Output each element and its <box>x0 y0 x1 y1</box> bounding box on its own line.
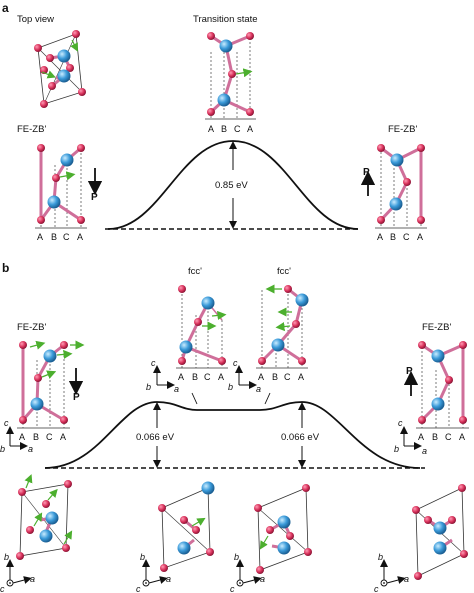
b-left-axis-b: b <box>0 444 5 454</box>
ts-site-b: B <box>221 124 227 134</box>
bottom-cell-3-axes <box>236 559 262 587</box>
fcc-l-site-a1: A <box>178 372 184 382</box>
b-left-polar-label: P <box>73 392 80 403</box>
bc2-axis-c: c <box>136 584 141 593</box>
fcc-right-pointer <box>264 392 271 405</box>
fcc-l-site-a2: A <box>218 372 224 382</box>
ts-site-a1: A <box>208 124 214 134</box>
panel-b-energy-curve <box>44 401 421 469</box>
bottom-cell-2-axes <box>142 559 168 587</box>
top-view-structure <box>34 30 86 108</box>
bottom-cell-4-axes <box>380 559 406 587</box>
b-barrier-left-value: 0.066 eV <box>136 432 175 443</box>
bottom-cell-4 <box>412 484 468 580</box>
panel-a-letter: a <box>2 1 9 15</box>
transition-state-structure <box>205 32 256 120</box>
fcc-r-axis-a: a <box>256 384 261 394</box>
panel-a-left-structure <box>35 144 87 229</box>
b-right-axis-c: c <box>398 418 403 428</box>
b-right-site-c: C <box>445 432 452 442</box>
panel-a-right-structure <box>375 144 427 229</box>
bc2-axis-b: b <box>140 552 145 562</box>
a-right-polar-label: P <box>363 167 370 178</box>
b-left-axis-a: a <box>28 444 33 454</box>
b-barrier-right-value: 0.066 eV <box>281 432 320 443</box>
b-right-site-a1: A <box>418 432 424 442</box>
fcc-r-axis-c: c <box>233 358 238 368</box>
fcc-left-label: fcc' <box>188 266 202 277</box>
top-view-label: Top view <box>17 14 54 25</box>
fcc-l-site-c: C <box>204 372 211 382</box>
bc1-axis-a: a <box>30 574 35 584</box>
panel-a-barrier-value: 0.85 eV <box>215 180 248 191</box>
bottom-cell-2 <box>158 481 215 572</box>
ts-site-a2: A <box>247 124 253 134</box>
b-right-site-a2: A <box>459 432 465 442</box>
bc4-axis-c: c <box>374 584 379 593</box>
fcc-left-structure <box>176 285 228 369</box>
b-left-site-a2: A <box>60 432 66 442</box>
a-left-site-a2: A <box>77 232 83 242</box>
bc4-axis-b: b <box>378 552 383 562</box>
b-left-axis-c: c <box>4 418 9 428</box>
panel-b-left-label: FE-ZB' <box>17 322 46 333</box>
panel-b-left-structure <box>17 340 85 429</box>
bc3-axis-c: c <box>230 584 235 593</box>
fcc-r-site-a1: A <box>258 372 264 382</box>
bottom-cell-1-axes <box>6 559 32 587</box>
bc3-axis-a: a <box>260 574 265 584</box>
b-right-axes <box>400 426 422 450</box>
transition-state-label: Transition state <box>193 14 258 25</box>
panel-a-right-label: FE-ZB' <box>388 124 417 135</box>
a-left-site-b: B <box>51 232 57 242</box>
fcc-r-axis-b: b <box>228 382 233 392</box>
a-left-site-a1: A <box>37 232 43 242</box>
a-right-site-b: B <box>390 232 396 242</box>
bottom-cell-1 <box>16 474 73 560</box>
fcc-r-site-a2: A <box>298 372 304 382</box>
b-left-site-b: B <box>33 432 39 442</box>
b-right-axis-b: b <box>394 444 399 454</box>
fcc-l-axis-b: b <box>146 382 151 392</box>
bc1-axis-b: b <box>4 552 9 562</box>
fcc-l-site-b: B <box>192 372 198 382</box>
a-right-site-c: C <box>403 232 410 242</box>
fcc-right-structure <box>256 284 309 369</box>
panel-b-right-label: FE-ZB' <box>422 322 451 333</box>
fcc-left-axes <box>153 365 175 389</box>
bc3-axis-b: b <box>234 552 239 562</box>
fcc-r-site-b: B <box>272 372 278 382</box>
fcc-left-pointer <box>191 392 198 405</box>
fcc-right-axes <box>235 365 257 389</box>
a-left-site-c: C <box>63 232 70 242</box>
b-left-site-a1: A <box>19 432 25 442</box>
panel-b-letter: b <box>2 261 9 275</box>
b-right-polar-label: P <box>406 366 413 377</box>
b-right-site-b: B <box>432 432 438 442</box>
a-left-polar-label: P <box>91 192 98 203</box>
a-right-site-a2: A <box>417 232 423 242</box>
bc2-axis-a: a <box>166 574 171 584</box>
b-left-site-c: C <box>46 432 53 442</box>
fcc-right-label: fcc' <box>277 266 291 277</box>
bottom-cell-3 <box>254 484 312 574</box>
panel-b-right-structure <box>416 341 469 429</box>
a-right-site-a1: A <box>377 232 383 242</box>
panel-a-left-label: FE-ZB' <box>17 124 46 135</box>
fcc-r-site-c: C <box>284 372 291 382</box>
fcc-l-axis-c: c <box>151 358 156 368</box>
b-right-axis-a: a <box>422 446 427 456</box>
fcc-l-axis-a: a <box>174 384 179 394</box>
bc4-axis-a: a <box>404 574 409 584</box>
b-left-axes <box>6 426 28 450</box>
ts-site-c: C <box>234 124 241 134</box>
bc1-axis-c: c <box>0 584 5 593</box>
